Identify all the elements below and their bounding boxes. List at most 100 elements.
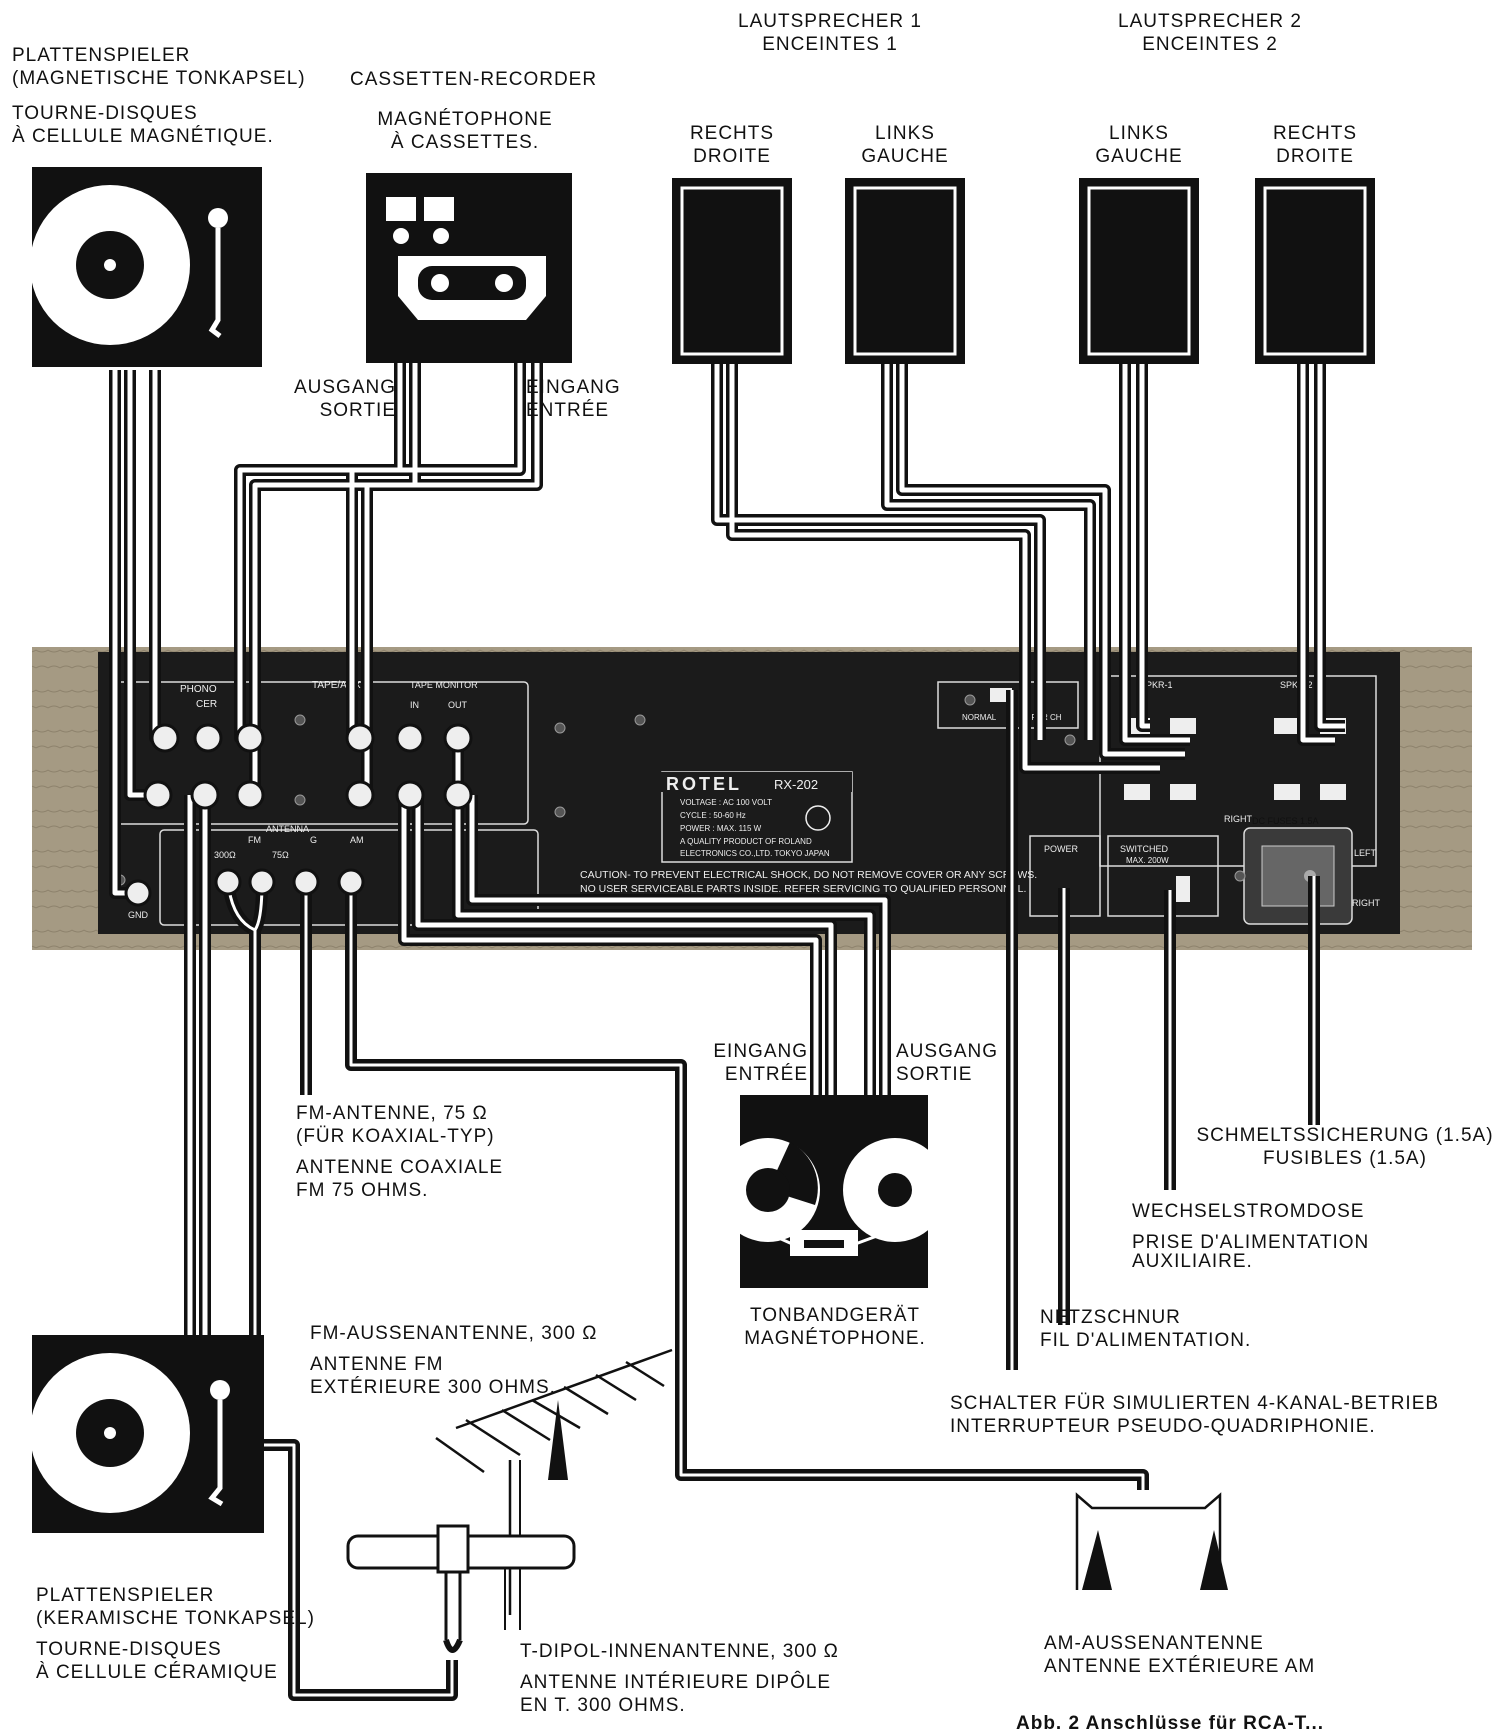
label-line: FM-AUSSENANTENNE, 300 Ω: [310, 1323, 598, 1344]
panel-spec-3: POWER : MAX. 115 W: [680, 824, 762, 833]
speaker-1-right: [672, 178, 792, 364]
label-cassette-fr: MAGNÉTOPHONE À CASSETTES.: [346, 108, 584, 154]
label-line: ENCEINTES 2: [1142, 34, 1278, 55]
label-spk1-right: RECHTS DROITE: [670, 122, 794, 168]
label-line: (KERAMISCHE TONKAPSEL): [36, 1608, 315, 1629]
turntable-ceramic: [30, 1335, 264, 1533]
panel-phono-cer-label: CER: [196, 699, 217, 710]
label-line: RECHTS: [1272, 123, 1358, 144]
panel-spkr1-label: SPKR-1: [1140, 680, 1173, 690]
label-line: ANTENNE FM: [310, 1354, 444, 1375]
fm-outdoor-mast: [548, 1400, 568, 1480]
panel-tape-monitor-label: TAPE MONITOR: [410, 680, 478, 690]
label-line: EN T. 300 OHMS.: [520, 1695, 686, 1716]
label-line: WECHSELSTROMDOSE: [1132, 1201, 1365, 1222]
label-line: LINKS: [1109, 123, 1169, 144]
label-reel: TONBANDGERÄT MAGNÉTOPHONE.: [720, 1304, 950, 1350]
label-cassette-out: AUSGANG SORTIE: [260, 376, 396, 422]
label-line: (FÜR KOAXIAL-TYP): [296, 1126, 495, 1147]
panel-spec-5: ELECTRONICS CO.,LTD. TOKYO JAPAN: [680, 849, 830, 858]
label-line: EINGANG: [713, 1041, 808, 1062]
panel-power-label: POWER: [1044, 844, 1079, 854]
panel-spec-4: A QUALITY PRODUCT OF ROLAND: [680, 837, 812, 846]
label-line: ANTENNE COAXIALE: [296, 1157, 504, 1178]
panel-normal-label: NORMAL: [962, 713, 997, 722]
label-line: ENTRÉE: [526, 400, 610, 421]
label-line: TOURNE-DISQUES: [12, 103, 198, 124]
label-line: ANTENNE INTÉRIEURE DIPÔLE: [520, 1672, 832, 1693]
receiver-rear-panel: PHONO CER TAPE/AUX TAPE MONITOR IN OUT A…: [32, 647, 1472, 950]
label-line: PLATTENSPIELER: [12, 45, 191, 66]
label-line: SORTIE: [319, 400, 396, 421]
label-line: EXTÉRIEURE 300 OHMS.: [310, 1377, 556, 1398]
turntable-magnetic: [30, 167, 262, 367]
panel-switched-label: SWITCHED: [1120, 844, 1168, 854]
label-line: INTERRUPTEUR PSEUDO-QUADRIPHONIE.: [950, 1416, 1376, 1437]
label-line: EINGANG: [526, 377, 621, 398]
label-power-cord: NETZSCHNUR FIL D'ALIMENTATION.: [1040, 1306, 1251, 1352]
label-line: AM-AUSSENANTENNE: [1044, 1633, 1264, 1654]
label-ac-outlet: WECHSELSTROMDOSE PRISE D'ALIMENTATION AU…: [1132, 1200, 1369, 1273]
label-line: À CELLULE MAGNÉTIQUE.: [12, 126, 274, 147]
label-line: CASSETTEN-RECORDER: [350, 69, 598, 90]
label-line: MAGNÉTOPHONE: [377, 109, 553, 130]
panel-caution-2: NO USER SERVICEABLE PARTS INSIDE. REFER …: [580, 883, 1026, 895]
panel-g-label: G: [310, 835, 317, 845]
label-spk1-left: LINKS GAUCHE: [843, 122, 967, 168]
label-line: (MAGNETISCHE TONKAPSEL): [12, 68, 306, 89]
panel-am-label: AM: [350, 835, 364, 845]
label-line: T-DIPOL-INNENANTENNE, 300 Ω: [520, 1641, 839, 1662]
panel-jacks: [124, 723, 473, 907]
speaker-2-right: [1255, 178, 1375, 364]
label-spk2-right: RECHTS DROITE: [1253, 122, 1377, 168]
label-line: GAUCHE: [1095, 146, 1183, 167]
label-quad-switch: SCHALTER FÜR SIMULIERTEN 4-KANAL-BETRIEB…: [950, 1392, 1439, 1438]
connection-cables: [109, 362, 1345, 1701]
panel-fuse-left-label: LEFT: [1354, 848, 1377, 858]
panel-fuse-right-label: RIGHT: [1352, 898, 1381, 908]
label-line: DROITE: [693, 146, 771, 167]
label-line: FM 75 OHMS.: [296, 1180, 429, 1201]
label-phono-magnetic: PLATTENSPIELER (MAGNETISCHE TONKAPSEL) T…: [12, 44, 306, 148]
label-reel-in: EINGANG ENTRÉE: [640, 1040, 808, 1086]
reel-to-reel-recorder: [716, 1095, 947, 1288]
label-dipole: T-DIPOL-INNENANTENNE, 300 Ω ANTENNE INTÉ…: [520, 1640, 839, 1717]
label-line: ENCEINTES 1: [762, 34, 898, 55]
speaker-2-left: [1079, 178, 1199, 364]
panel-caution-1: CAUTION- TO PREVENT ELECTRICAL SHOCK, DO…: [580, 869, 1037, 881]
label-fm-300: FM-AUSSENANTENNE, 300 Ω ANTENNE FM EXTÉR…: [310, 1322, 597, 1399]
panel-antenna-label: ANTENNA: [266, 824, 309, 834]
label-line: LAUTSPRECHER 1: [738, 11, 922, 32]
panel-300-label: 300Ω: [214, 850, 236, 860]
panel-tm-in-label: IN: [410, 700, 419, 710]
label-line: PRISE D'ALIMENTATION: [1132, 1232, 1370, 1253]
label-spk2-left: LINKS GAUCHE: [1077, 122, 1201, 168]
label-line: À CELLULE CÉRAMIQUE: [36, 1662, 278, 1683]
cassette-recorder: [366, 173, 572, 363]
panel-model: RX-202: [774, 777, 818, 792]
t-dipole-antenna: [346, 1524, 576, 1653]
label-line: AUSGANG: [896, 1041, 999, 1062]
label-line: FM-ANTENNE, 75 Ω: [296, 1103, 488, 1124]
panel-tm-out-label: OUT: [448, 700, 468, 710]
label-line: FIL D'ALIMENTATION.: [1040, 1330, 1252, 1351]
panel-right-label: RIGHT: [1224, 814, 1253, 824]
label-line: À CASSETTES.: [390, 132, 540, 153]
label-line: PLATTENSPIELER: [36, 1585, 215, 1606]
label-line: LAUTSPRECHER 2: [1118, 11, 1302, 32]
am-outdoor-antenna: [1075, 1492, 1228, 1590]
label-line: FUSIBLES (1.5A): [1263, 1148, 1427, 1169]
label-line: LINKS: [875, 123, 935, 144]
panel-spkr2-label: SPKR-2: [1280, 680, 1313, 690]
label-line: SCHMELTSSICHERUNG (1.5A): [1196, 1125, 1494, 1146]
label-cassette-in: EINGANG ENTRÉE: [526, 376, 621, 422]
label-am-antenna: AM-AUSSENANTENNE ANTENNE EXTÉRIEURE AM: [1044, 1632, 1315, 1678]
label-line: MAGNÉTOPHONE.: [744, 1328, 926, 1349]
label-speakers-2: LAUTSPRECHER 2 ENCEINTES 2: [1100, 10, 1320, 56]
label-line: SORTIE: [896, 1064, 973, 1085]
speaker-1-left: [845, 178, 965, 364]
label-line: AUSGANG: [293, 377, 396, 398]
footer-caption: Abb. 2 Anschlüsse für RCA-T...: [1016, 1713, 1324, 1732]
label-phono-ceramic: PLATTENSPIELER (KERAMISCHE TONKAPSEL) TO…: [36, 1584, 315, 1684]
panel-spec-2: CYCLE : 50-60 Hz: [680, 811, 746, 820]
